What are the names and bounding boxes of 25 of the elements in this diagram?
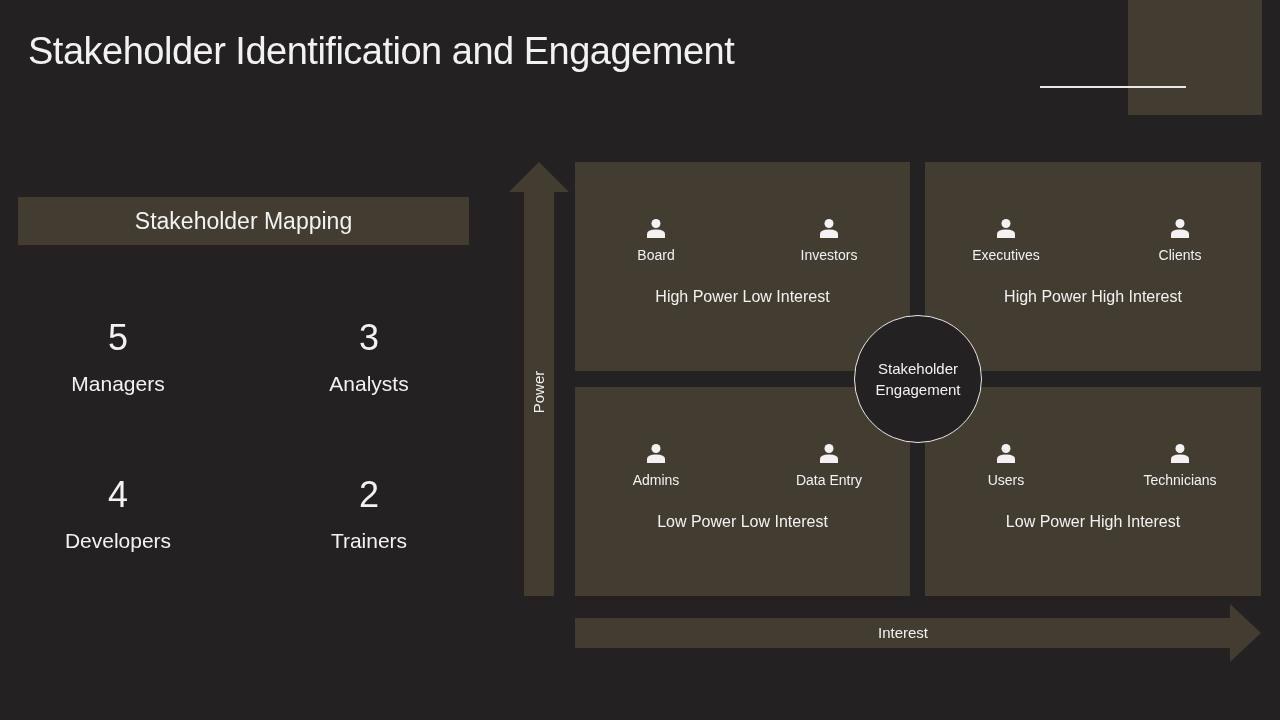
circle-label: Stakeholder Engagement — [874, 359, 962, 400]
stakeholder-name: Admins — [632, 471, 680, 489]
section-header: Stakeholder Mapping — [18, 197, 469, 245]
stat-number: 5 — [108, 317, 128, 359]
axis-label: Power — [530, 370, 548, 414]
stakeholder-name: Technicians — [1143, 471, 1217, 489]
stat-label: Developers — [64, 528, 172, 554]
stat-label: Analysts — [329, 371, 409, 397]
stat-number: 2 — [359, 474, 379, 516]
stat-label: Managers — [71, 371, 165, 397]
axis-label: Interest — [878, 624, 928, 642]
stakeholder-name: Board — [637, 246, 675, 264]
quadrant-title: High Power High Interest — [1004, 287, 1182, 307]
quadrant-title: Low Power High Interest — [1005, 512, 1181, 532]
slide-title: Stakeholder Identification and Engagement — [28, 29, 735, 74]
stakeholder-name: Users — [987, 471, 1025, 489]
stat-number: 4 — [108, 474, 128, 516]
stakeholder-name: Clients — [1158, 246, 1202, 264]
stat-label: Trainers — [330, 528, 408, 554]
stat-number: 3 — [359, 317, 379, 359]
stakeholder-name: Executives — [972, 246, 1040, 264]
stakeholder-name: Investors — [800, 246, 858, 264]
quadrant-title: Low Power Low Interest — [657, 512, 828, 532]
stakeholder-name: Data Entry — [795, 471, 863, 489]
quadrant-title: High Power Low Interest — [655, 287, 830, 307]
